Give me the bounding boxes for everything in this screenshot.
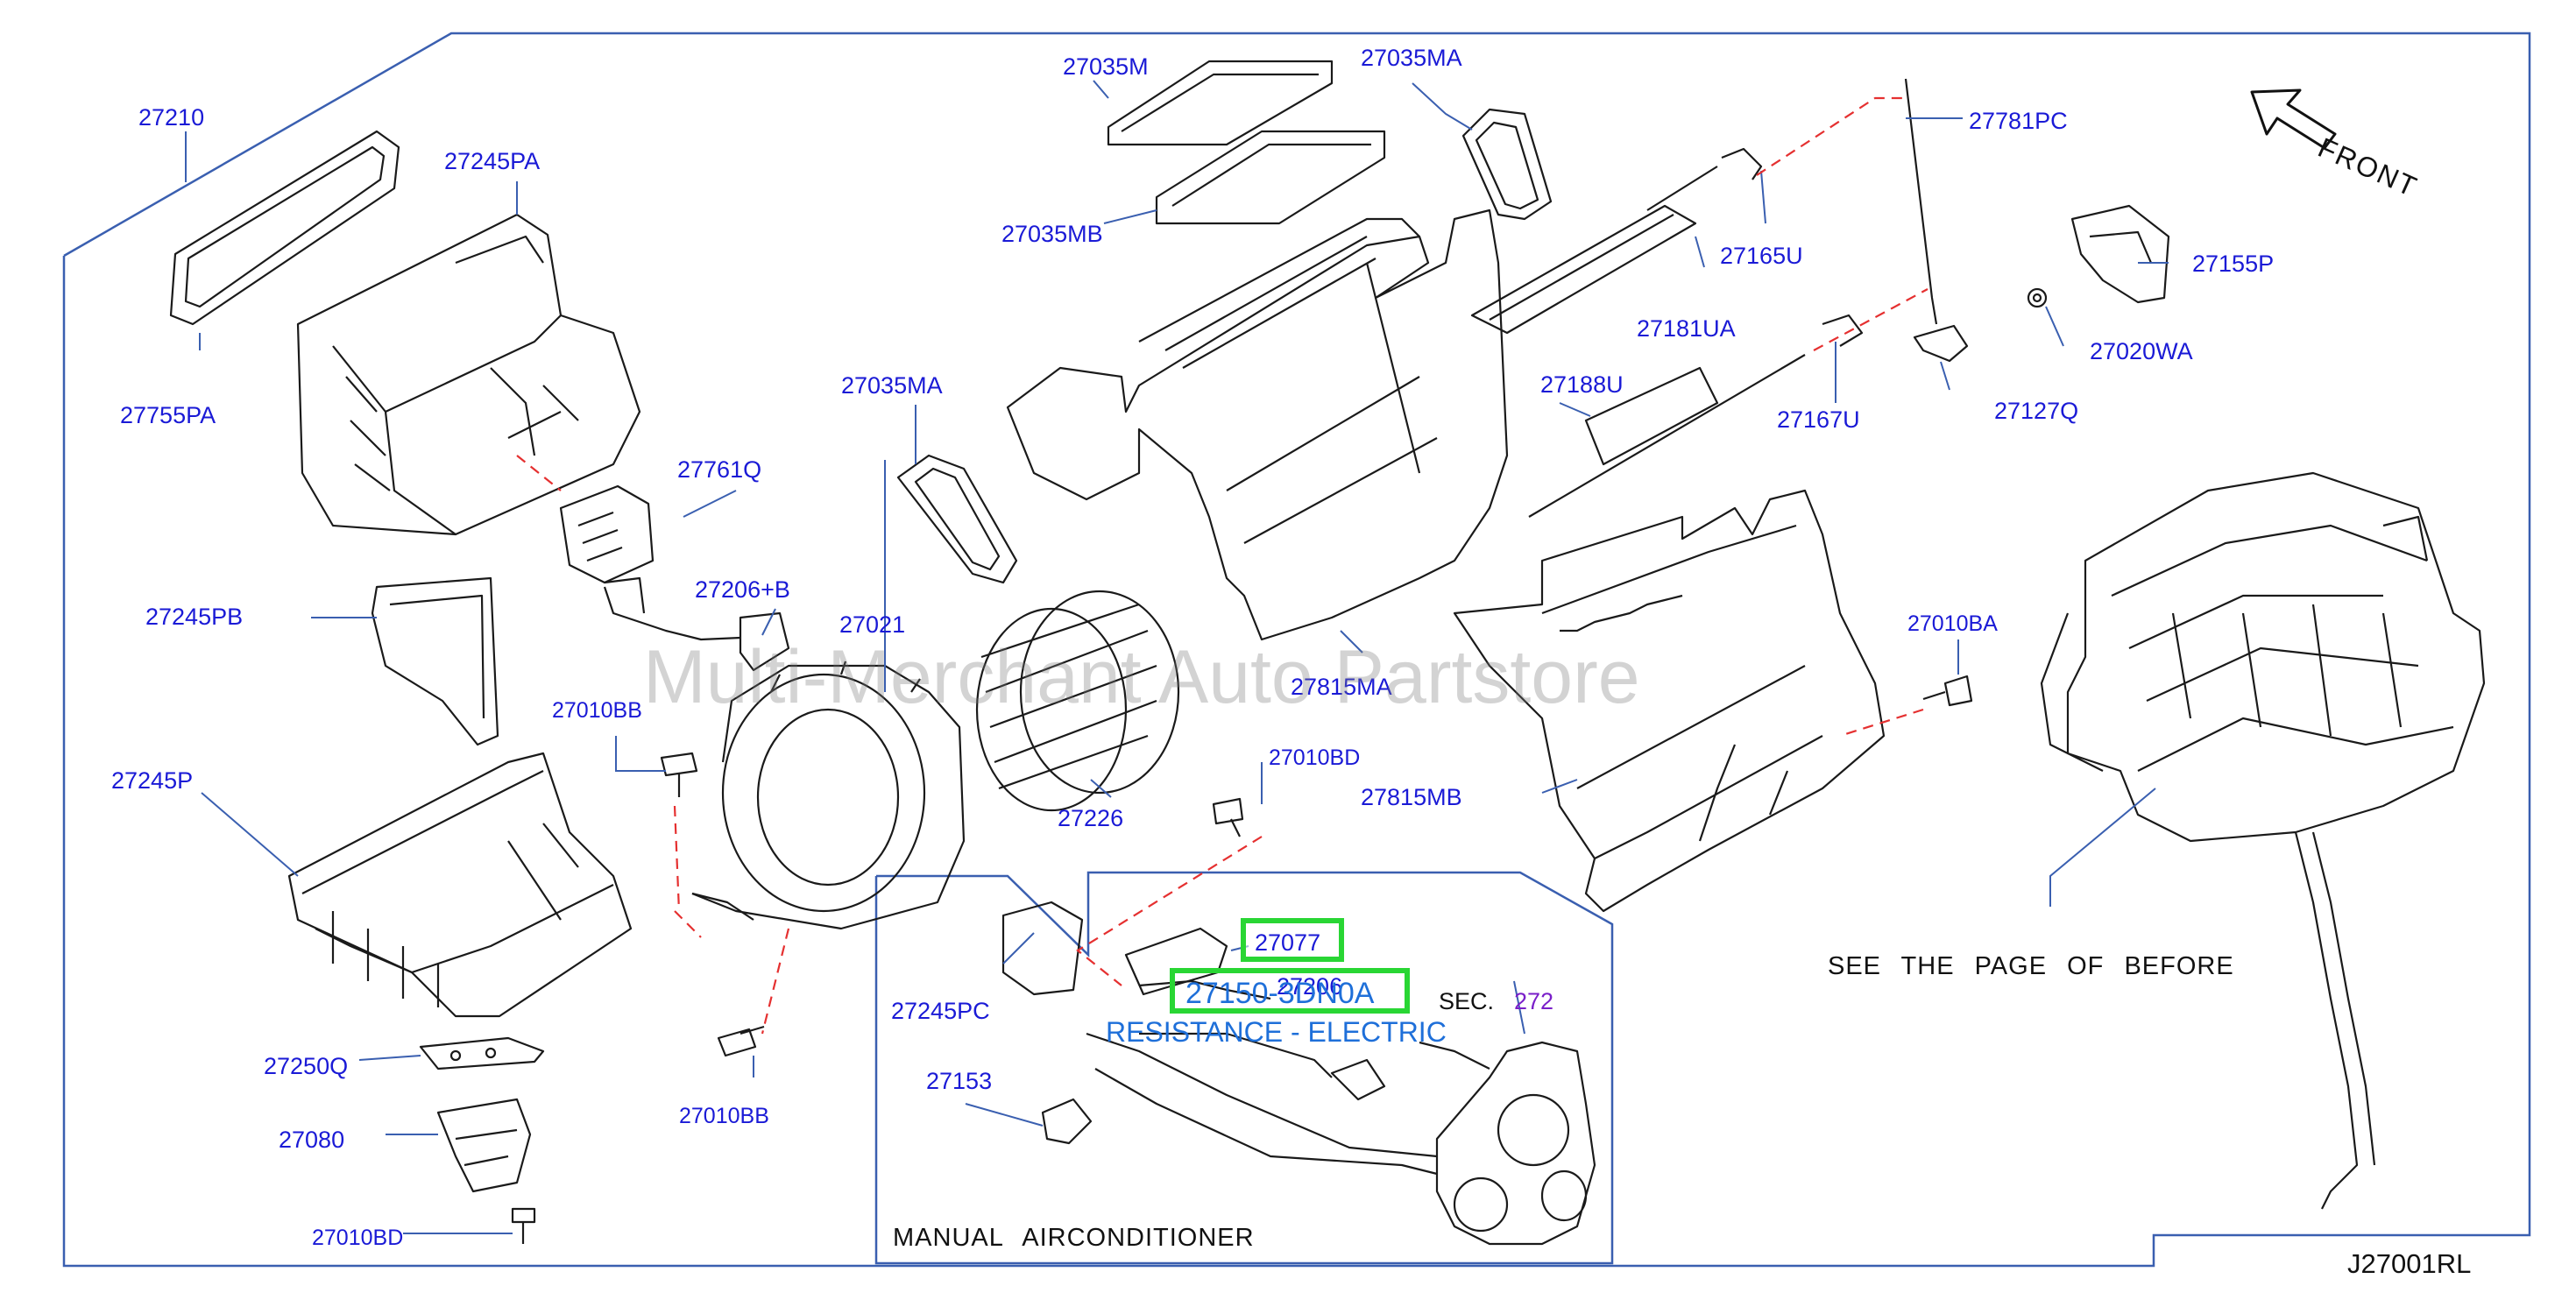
part-label-27755pa[interactable]: 27755PA — [120, 402, 216, 428]
section-ref-label: SEC. — [1439, 988, 1495, 1014]
highlight-27077[interactable]: 27077 — [1241, 918, 1344, 962]
bracket-27250q — [419, 1036, 545, 1070]
screw-27010bd-mid — [1212, 797, 1244, 837]
part-label-27188u[interactable]: 27188U — [1540, 371, 1624, 398]
duct-27245pc — [1001, 901, 1084, 996]
pipe-27167u — [1528, 314, 1864, 518]
screw-27010bd-bottom — [511, 1207, 536, 1244]
lower-case-27245p — [287, 752, 633, 1018]
leader-lines — [185, 80, 2169, 1234]
part-label-27167u[interactable]: 27167U — [1777, 406, 1860, 433]
part-label-27781pc[interactable]: 27781PC — [1969, 108, 2068, 134]
callout-dashes — [516, 96, 1928, 1035]
part-label-27165u[interactable]: 27165U — [1720, 243, 1803, 269]
part-label-27010bb-top[interactable]: 27010BB — [552, 698, 642, 723]
part-label-27155p[interactable]: 27155P — [2192, 251, 2275, 277]
rod-27781pc — [1904, 78, 1938, 325]
filter-27035m — [1107, 60, 1334, 146]
part-label-27210[interactable]: 27210 — [138, 104, 205, 131]
part-label-27245pb[interactable]: 27245PB — [145, 604, 244, 630]
front-arrow-icon — [2250, 88, 2337, 150]
ac-cables — [1086, 1032, 1490, 1176]
section-ref-number[interactable]: 272 — [1514, 988, 1554, 1014]
part-label-27010bb-bottom[interactable]: 27010BB — [679, 1104, 769, 1128]
part-label-27035m[interactable]: 27035M — [1063, 53, 1149, 80]
diagram-code: J27001RL — [2347, 1248, 2472, 1279]
part-label-27010ba[interactable]: 27010BA — [1907, 611, 1998, 636]
blower-housing-27021 — [691, 661, 966, 930]
seal-27035ma-top — [1461, 108, 1553, 221]
harness-27206 — [1138, 979, 1271, 1000]
part-label-27245pa[interactable]: 27245PA — [444, 148, 541, 174]
ac-control-head — [1435, 1041, 1596, 1246]
hvac-assembly — [2040, 471, 2486, 1210]
part-label-27020wa[interactable]: 27020WA — [2090, 338, 2193, 364]
part-label-27206[interactable]: 27206 — [1277, 973, 1343, 1000]
part-label-27245p[interactable]: 27245P — [111, 767, 194, 794]
part-label-27206b[interactable]: 27206+B — [695, 576, 790, 603]
pipe-27165u — [1646, 147, 1763, 211]
seal-27035ma-left — [896, 454, 1018, 584]
sensor-27153 — [1041, 1098, 1093, 1145]
part-label-27226[interactable]: 27226 — [1058, 805, 1124, 831]
screw-27010ba — [1922, 675, 1973, 707]
lever-27127q — [1913, 324, 1969, 363]
part-label-27761q[interactable]: 27761Q — [677, 456, 762, 483]
nut-27020wa — [2027, 287, 2048, 308]
heater-core-27181ua — [1470, 204, 1697, 335]
screw-27010bb-top — [660, 752, 698, 797]
duct-27245pb — [371, 576, 499, 746]
see-page-note: SEE THE PAGE OF BEFORE — [1828, 952, 2234, 980]
part-label-27181ua[interactable]: 27181UA — [1637, 315, 1736, 342]
intake-housing-27245pa — [296, 213, 641, 536]
evaporator-27188u — [1584, 366, 1719, 466]
part-label-27815mb[interactable]: 27815MB — [1361, 784, 1462, 810]
part-label-27080[interactable]: 27080 — [279, 1127, 345, 1153]
part-label-27815ma[interactable]: 27815MA — [1291, 674, 1392, 700]
highlight-27150-3dn0a[interactable]: 27150-3DN0A — [1170, 968, 1410, 1014]
filter-27035mb — [1155, 130, 1386, 225]
part-label-27010bd-bottom[interactable]: 27010BD — [312, 1226, 404, 1250]
watermark-text: Multi-Merchant Auto Partstore — [643, 635, 1640, 719]
screw-27010bb-bottom — [717, 1025, 765, 1057]
part-label-27127q[interactable]: 27127Q — [1994, 398, 2079, 424]
link-27155p — [2070, 204, 2170, 304]
part-description: RESISTANCE - ELECTRIC — [1106, 1016, 1447, 1048]
heater-unit-upper-27815ma — [1006, 208, 1509, 641]
part-label-27153[interactable]: 27153 — [926, 1068, 993, 1094]
heater-unit-lower-27815mb — [1453, 489, 1886, 913]
part-label-27250q[interactable]: 27250Q — [264, 1053, 349, 1079]
part-label-27021[interactable]: 27021 — [839, 611, 906, 638]
part-label-27245pc[interactable]: 27245PC — [891, 998, 990, 1024]
motor-actuator-27080 — [436, 1098, 532, 1193]
manual-ac-frame — [874, 871, 1614, 1265]
blower-fan-27226 — [975, 590, 1180, 812]
highlight-27150-text: 27150-3DN0A — [1185, 977, 1375, 1010]
part-label-27035ma-left[interactable]: 27035MA — [841, 372, 943, 399]
part-label-27010bd-mid[interactable]: 27010BD — [1269, 745, 1361, 770]
highlight-27077-text: 27077 — [1255, 929, 1321, 956]
actuator-27761q — [559, 484, 655, 584]
seal-27755pa — [169, 130, 400, 326]
part-label-27035mb[interactable]: 27035MB — [1001, 221, 1103, 247]
part-label-27035ma-top[interactable]: 27035MA — [1361, 45, 1462, 71]
diagram-border — [62, 32, 2531, 1268]
resistor-27150 — [1124, 927, 1228, 996]
manual-ac-caption: MANUAL AIRCONDITIONER — [893, 1224, 1255, 1252]
